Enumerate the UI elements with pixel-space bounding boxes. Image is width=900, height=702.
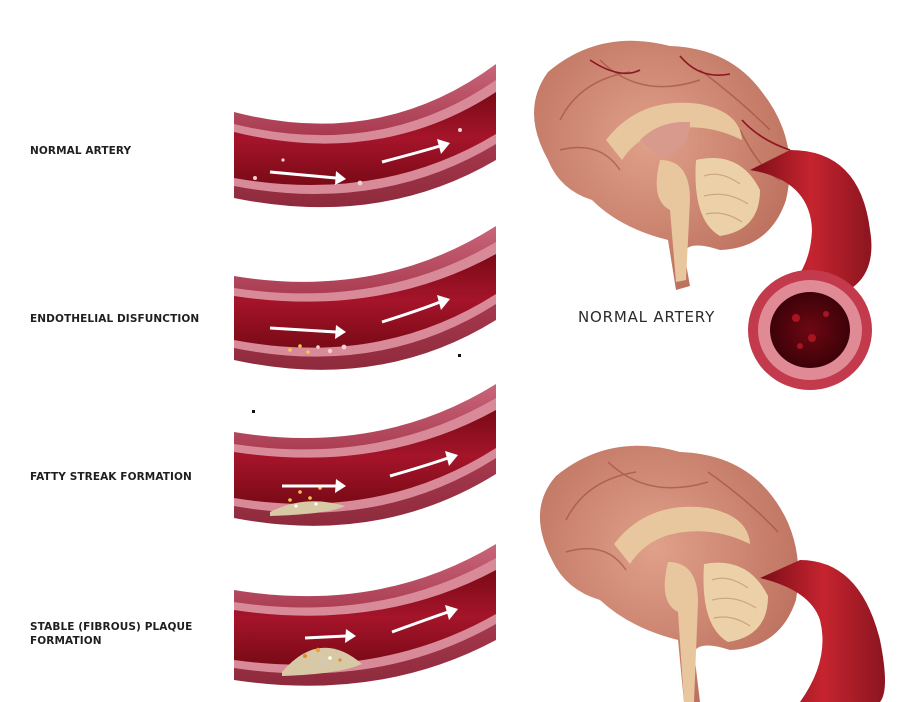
vessel-fatty-streak: [234, 384, 496, 526]
vessel-fibrous-plaque: [234, 544, 496, 686]
speck: [458, 354, 461, 357]
speck: [252, 410, 255, 413]
large-artery-bottom: [760, 560, 885, 702]
brain-illustration-top: [534, 40, 791, 290]
stage-label-fatty-streak: FATTY STREAK FORMATION: [30, 471, 192, 483]
blood-flow-arrow: [269, 170, 346, 185]
stage-label-fibrous-plaque: STABLE (FIBROUS) PLAQUE FORMATION: [30, 620, 192, 648]
blood-flow-arrow: [389, 451, 458, 478]
stage-label-normal-artery: NORMAL ARTERY: [30, 145, 132, 157]
main-label-normal-artery: NORMAL ARTERY: [578, 308, 716, 326]
blood-flow-arrow: [282, 479, 346, 493]
blood-flow-arrow: [269, 325, 346, 339]
blood-flow-arrow: [391, 605, 458, 634]
blood-flow-arrow: [381, 139, 450, 164]
blood-flow-arrow: [304, 629, 356, 643]
stage-label-endothelial: ENDOTHELIAL DISFUNCTION: [30, 313, 200, 325]
vessel-normal: [234, 64, 496, 208]
blood-flow-arrow: [381, 295, 450, 324]
vessel-endothelial: [234, 226, 496, 370]
stage-label-fibrous-plaque-line1: STABLE (FIBROUS) PLAQUE: [30, 621, 193, 633]
stage-label-fibrous-plaque-line2: FORMATION: [30, 635, 102, 647]
large-artery-cross-section: [748, 150, 872, 390]
fatty-streak: [270, 501, 345, 516]
brain-illustration-bottom: [539, 445, 799, 702]
